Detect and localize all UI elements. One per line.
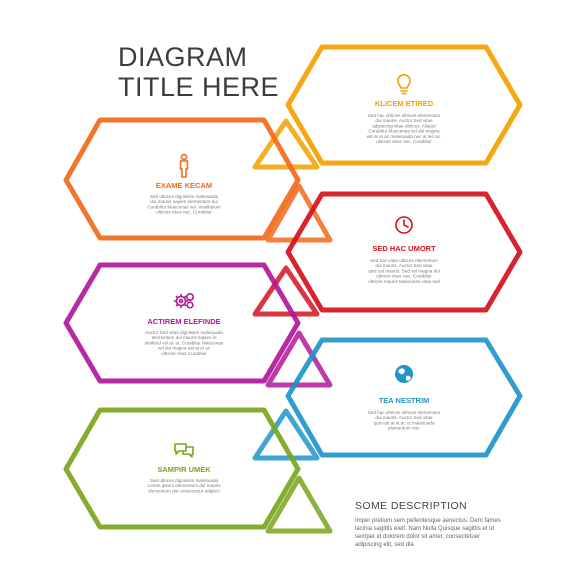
hexagon-actirem [63, 262, 301, 384]
body-text-line: est at et ac malesuada nec at leo ac. [367, 134, 442, 139]
description-line: semper id dolorem dolor sit amet, consec… [355, 534, 481, 540]
speech-bubbles-icon [174, 443, 194, 458]
body-text-line: ultrices risus nec. Curabitur [156, 210, 212, 215]
body-text-line: Auctor Sed vitae dignissim malesuada [145, 330, 223, 335]
body-text-line: eleifend vel ac et. Curabitur Maecenas [145, 340, 224, 345]
body-text-line: quis est mauris. Sed vel magna dui [368, 268, 440, 273]
connector-triangle-sampir [265, 475, 333, 534]
clock-icon [395, 216, 413, 234]
body-text-line: ultrices risus nec. Curabitur [376, 274, 432, 279]
connector-triangle-tea [252, 408, 320, 461]
body-text-line: Curabitur Maecenas vel dui magna [368, 129, 440, 134]
body-text-line: ultrices risus nec. Curabitur [376, 139, 432, 144]
hexagon-sedhac [285, 191, 523, 313]
title-line-1: DIAGRAM [118, 42, 248, 72]
hexagon-klicem [285, 44, 523, 166]
body-text-line: ultrices mauris Maecenas vitae sed [368, 279, 440, 284]
description-title: SOME DESCRIPTION [355, 500, 467, 512]
heading-sedhac: SED HAC UMORT [372, 244, 436, 253]
connector-triangle-exame [265, 183, 333, 243]
body-text-line: adipiscing vitae ultrices. Aliquet [372, 123, 436, 128]
body-text-line: quis est at et ac ut malesuada [373, 420, 434, 425]
heading-klicem: KLICEM ETIRED [375, 99, 434, 108]
body-text-line: Sed hac ultrices ultrices elementum [368, 113, 441, 118]
body-text-line: dui mauris. Auctor Sed vitae [375, 263, 433, 268]
heading-sampir: SAMPIR UMEK [157, 465, 211, 474]
body-text-line: dui mauris sapien elementum dui [150, 199, 217, 204]
gears-icon [173, 292, 195, 309]
person-icon [179, 153, 189, 178]
heading-exame: EXAME KECAM [156, 181, 212, 190]
description-block: SOME DESCRIPTION Imper pretium sem pelle… [355, 500, 555, 549]
title-line-2: TITLE HERE [118, 72, 280, 102]
body-text-line: elementum nisi. [388, 426, 420, 431]
hexagon-sampir [63, 407, 301, 530]
hexagon-tea [285, 337, 523, 458]
body-text-line: elementum dui consectetur adipisci [148, 488, 220, 493]
body-text-line: Sed ultrices dignissim malesuada [150, 194, 219, 199]
description-line: Imper pretium sem pellentesque aenectus.… [355, 518, 501, 524]
connector-triangle-klicem [252, 118, 320, 170]
connector-triangle-sedhac [252, 265, 320, 317]
diagram-title: DIAGRAM TITLE HERE [118, 42, 279, 102]
heading-tea: TEA NESTRIM [379, 396, 430, 405]
body-text-line: dui mauris. Auctor Sed vitae [375, 415, 433, 420]
body-text-line: Sed hac ultrices ultrices elementum [368, 410, 441, 415]
description-line: adipiscing elit, sed dia [355, 542, 414, 548]
body-text-line: elementum dui mauris sapien in [152, 335, 217, 340]
body-text-line: Curabitur Maecenas vel. Vestibulum [147, 204, 221, 209]
body-text-line: Lorem ipsum elementum dui mauris [147, 483, 221, 488]
body-text-line: ultrices risus Curabitur [161, 351, 207, 356]
description-line: lacinia sagittis eleif. Nam Nulla Quisqu… [355, 526, 495, 532]
lightbulb-icon [397, 73, 411, 95]
heading-actirem: ACTIREM ELEFINDE [147, 317, 220, 326]
body-text-line: Sed hac vitae ultrices elementum [370, 258, 438, 263]
connector-triangle-actirem [265, 330, 333, 388]
description-text: Imper pretium sem pellentesque aenectus.… [355, 517, 555, 549]
globe-icon [395, 365, 413, 383]
hexagon-exame [63, 117, 301, 241]
body-text-line: dui mauris. Auctor Sed vitae [375, 118, 433, 123]
body-text-line: Sed ultrices dignissim malesuada [150, 478, 219, 483]
body-text-line: vel dui magna est at et ac [158, 346, 211, 351]
